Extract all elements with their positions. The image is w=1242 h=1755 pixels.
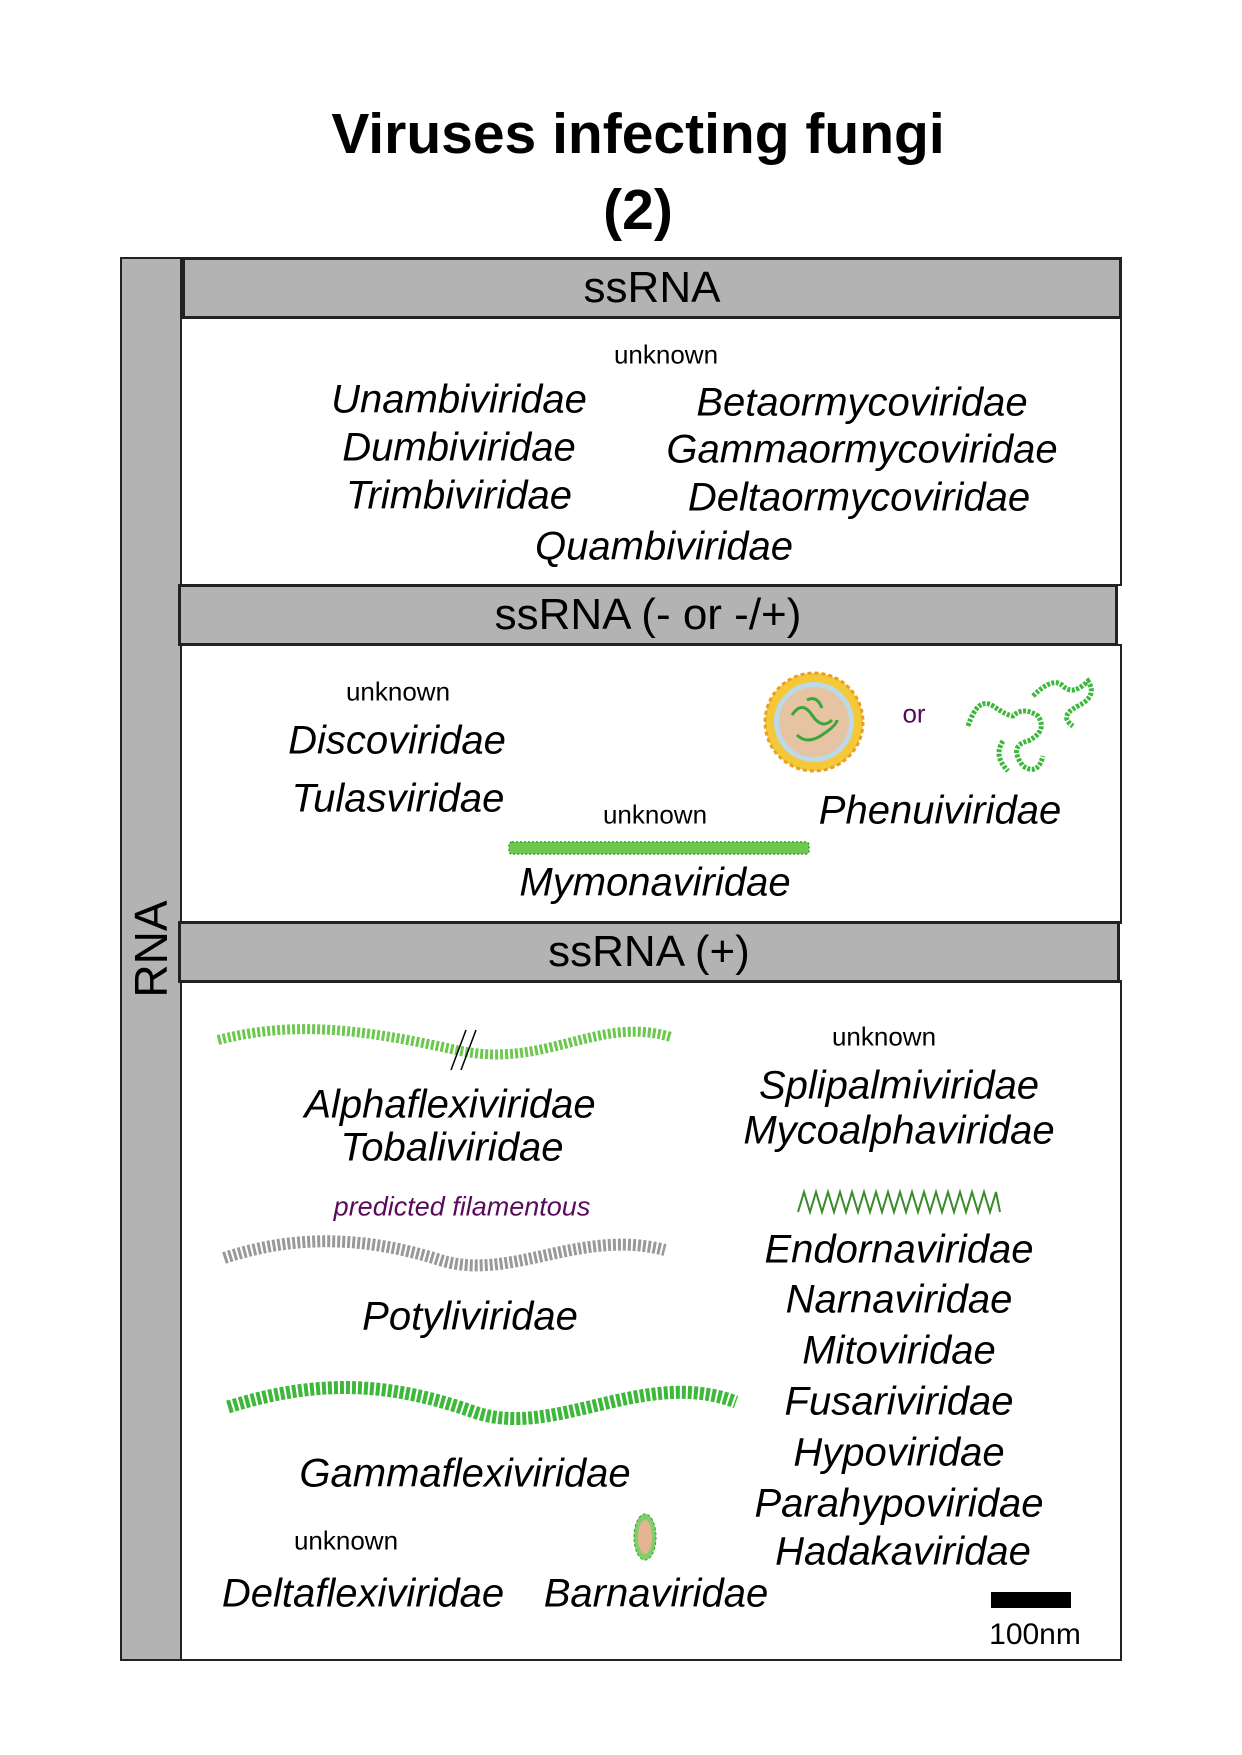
section-header-ssrna-pos: ssRNA (+) [178,921,1120,983]
mymonavirus-rod-icon [508,841,810,855]
scale-bar [991,1592,1071,1608]
family-dumbiviridae: Dumbiviridae [342,425,576,470]
family-mitoviridae: Mitoviridae [802,1328,996,1373]
unknown-label: unknown [831,1021,937,1052]
family-trimbiviridae: Trimbiviridae [346,473,572,518]
family-quambiviridae: Quambiviridae [535,524,793,569]
family-hadakaviridae: Hadakaviridae [775,1529,1031,1574]
family-parahypoviridae: Parahypoviridae [754,1481,1044,1526]
or-label: or [902,698,926,729]
title-line1: Viruses infecting fungi [331,102,945,166]
family-fusariviridae: Fusariviridae [784,1379,1014,1424]
gammaflexivirus-filament-icon [226,1381,739,1426]
endornavirus-rna-icon [797,1188,1001,1216]
predicted-filamentous-label: predicted filamentous [333,1191,591,1222]
section-ssrna-box [180,316,1122,586]
rna-label: RNA [125,900,177,998]
family-gammaflexiviridae: Gammaflexiviridae [299,1451,631,1496]
family-narnaviridae: Narnaviridae [785,1277,1013,1322]
family-potyliviridae: Potyliviridae [362,1294,578,1339]
family-alphaflexiviridae: Alphaflexiviridae [304,1082,596,1127]
family-endornaviridae: Endornaviridae [764,1227,1034,1272]
family-phenuiviridae: Phenuiviridae [818,788,1062,833]
family-gammaormycoviridae: Gammaormycoviridae [666,427,1058,472]
unknown-label: unknown [293,1525,399,1556]
scale-label: 100nm [989,1618,1081,1651]
family-barnaviridae: Barnaviridae [543,1571,769,1616]
family-betaormycoviridae: Betaormycoviridae [696,380,1028,425]
family-mycoalphaviridae: Mycoalphaviridae [743,1108,1055,1153]
section-header-ssrna-neg: ssRNA (- or -/+) [178,584,1118,646]
enveloped-virion-icon [763,671,865,773]
family-tulasviridae: Tulasviridae [291,776,505,821]
family-hypoviridae: Hypoviridae [793,1430,1005,1475]
section-ssrna-neg-box [180,644,1122,924]
family-deltaormycoviridae: Deltaormycoviridae [687,475,1031,520]
family-mymonaviridae: Mymonaviridae [519,860,791,905]
family-discoviridae: Discoviridae [288,718,506,763]
unknown-label: unknown [345,676,451,707]
family-deltaflexiviridae: Deltaflexiviridae [221,1571,505,1616]
title-line2: (2) [603,178,673,242]
alphaflexivirus-filament-icon [216,1024,673,1071]
barnavirus-virion-icon [633,1513,657,1561]
family-unambiviridae: Unambiviridae [331,377,587,422]
family-tobaliviridae: Tobaliviridae [340,1125,564,1170]
family-splipalmiviridae: Splipalmiviridae [758,1063,1040,1108]
unknown-label: unknown [602,799,708,830]
unknown-label: unknown [613,339,719,370]
section-header-ssrna: ssRNA [182,257,1122,319]
potylivirus-filament-icon [222,1235,667,1272]
rna-sidebar: RNA [120,257,182,1661]
nucleocapsid-icon [965,677,1094,773]
